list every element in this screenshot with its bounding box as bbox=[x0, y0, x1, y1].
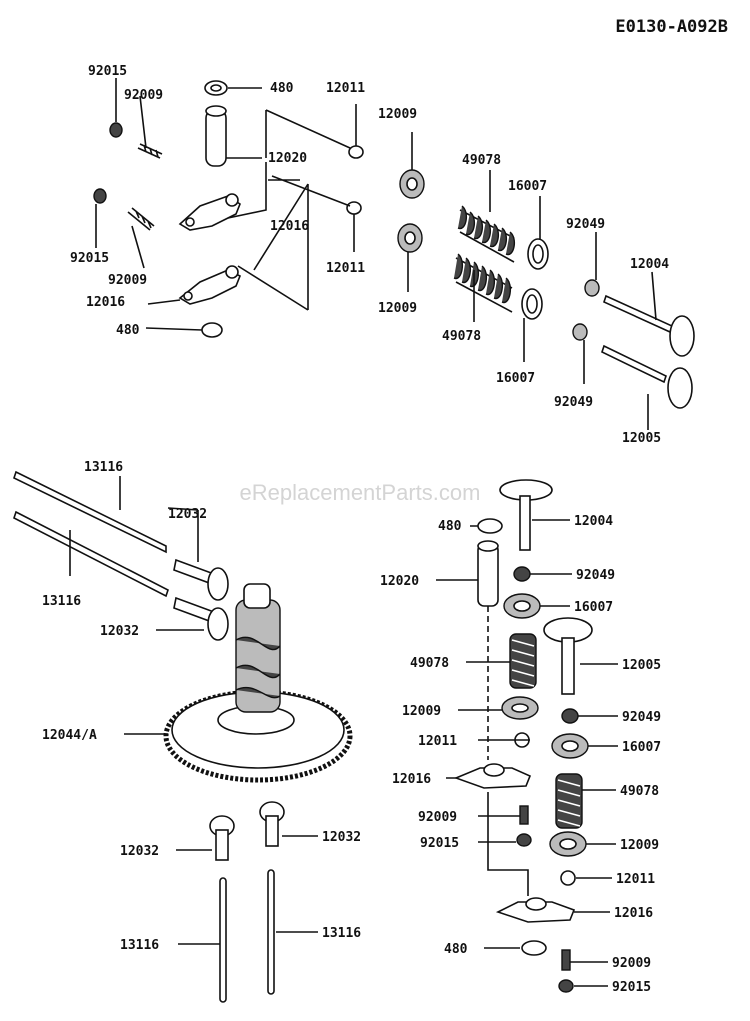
label-12004: 12004 bbox=[630, 257, 669, 272]
keeper-12011-lower bbox=[346, 201, 362, 215]
guide-92049-right-1 bbox=[513, 566, 531, 582]
label-12016: 12016 bbox=[614, 906, 653, 921]
label-49078: 49078 bbox=[410, 656, 449, 671]
label-49078: 49078 bbox=[462, 153, 501, 168]
pivot-12020-right bbox=[477, 543, 499, 607]
label-480: 480 bbox=[438, 519, 462, 534]
tappet-12032-upper bbox=[173, 558, 229, 601]
bottom-left-assembly bbox=[13, 470, 353, 1003]
nut-92015-right-2 bbox=[558, 979, 574, 993]
pushrod-13116-lower bbox=[13, 510, 169, 598]
tappet-12032-br bbox=[259, 801, 285, 847]
label-92009: 92009 bbox=[612, 956, 651, 971]
label-12011: 12011 bbox=[326, 81, 365, 96]
label-12016: 12016 bbox=[270, 219, 309, 234]
valve-12004-bottom bbox=[499, 479, 553, 551]
label-12011: 12011 bbox=[326, 261, 365, 276]
label-12009: 12009 bbox=[378, 107, 417, 122]
label-92049: 92049 bbox=[554, 395, 593, 410]
diagram-code: E0130-A092B bbox=[615, 17, 728, 37]
label-92049: 92049 bbox=[566, 217, 605, 232]
label-13116: 13116 bbox=[120, 938, 159, 953]
label-16007: 16007 bbox=[574, 600, 613, 615]
label-12016: 12016 bbox=[86, 295, 125, 310]
screw-92009-right-1 bbox=[519, 805, 529, 825]
label-12032: 12032 bbox=[168, 507, 207, 522]
label-49078: 49078 bbox=[620, 784, 659, 799]
spring-49078-top bbox=[457, 205, 516, 263]
label-12032: 12032 bbox=[322, 830, 361, 845]
rocker-arm-12016-top bbox=[178, 195, 241, 231]
bottom-right-assembly bbox=[436, 479, 618, 993]
top-assembly bbox=[93, 78, 695, 430]
spring-49078-lower bbox=[453, 253, 513, 313]
label-480: 480 bbox=[270, 81, 294, 96]
valve-12005-top bbox=[601, 344, 693, 409]
pivot-12020-top bbox=[205, 109, 227, 167]
label-16007: 16007 bbox=[508, 179, 547, 194]
pushrod-13116-upper bbox=[13, 470, 167, 554]
label-16007: 16007 bbox=[496, 371, 535, 386]
rocker-arm-12016-right-2 bbox=[495, 897, 576, 923]
label-92009: 92009 bbox=[418, 810, 457, 825]
label-12011: 12011 bbox=[616, 872, 655, 887]
label-12032: 12032 bbox=[120, 844, 159, 859]
screw-92009-top bbox=[137, 143, 163, 159]
label-92015: 92015 bbox=[88, 64, 127, 79]
label-13116: 13116 bbox=[84, 460, 123, 475]
label-12016: 12016 bbox=[392, 772, 431, 787]
callout-labels: 92015 92009 480 12011 12009 12020 49078 … bbox=[42, 64, 669, 995]
label-49078: 49078 bbox=[442, 329, 481, 344]
label-92015: 92015 bbox=[70, 251, 109, 266]
label-13116: 13116 bbox=[322, 926, 361, 941]
washer-480-right bbox=[477, 518, 503, 534]
keeper-12011-right-2 bbox=[560, 870, 576, 886]
screw-92009-lower bbox=[127, 207, 155, 231]
label-12009: 12009 bbox=[402, 704, 441, 719]
pushrod-13116-bl bbox=[219, 877, 227, 1003]
label-12011: 12011 bbox=[418, 734, 457, 749]
nut-92015-lower bbox=[93, 188, 107, 204]
label-92049: 92049 bbox=[622, 710, 661, 725]
label-92009: 92009 bbox=[124, 88, 163, 103]
label-16007: 16007 bbox=[622, 740, 661, 755]
valve-12004-top bbox=[603, 294, 695, 357]
label-480: 480 bbox=[116, 323, 140, 338]
label-92049: 92049 bbox=[576, 568, 615, 583]
washer-480-lower bbox=[201, 322, 223, 338]
label-12009: 12009 bbox=[620, 838, 659, 853]
label-480: 480 bbox=[444, 942, 468, 957]
nut-92015-right-1 bbox=[516, 833, 532, 847]
label-12004: 12004 bbox=[574, 514, 613, 529]
label-92009: 92009 bbox=[108, 273, 147, 288]
tappet-12032-lower bbox=[173, 596, 229, 641]
label-12009: 12009 bbox=[378, 301, 417, 316]
spring-49078-right-2 bbox=[555, 773, 583, 829]
washer-480-right-2 bbox=[521, 940, 547, 956]
guide-92049-top bbox=[584, 279, 600, 297]
guide-92049-right-2 bbox=[561, 708, 579, 724]
rocker-arm-12016-right-1 bbox=[453, 763, 532, 789]
label-12020: 12020 bbox=[380, 574, 419, 589]
label-92015: 92015 bbox=[612, 980, 651, 995]
screw-92009-right-2 bbox=[561, 949, 571, 971]
camshaft-gear-12044A bbox=[163, 583, 353, 783]
pushrod-13116-br bbox=[267, 869, 275, 995]
label-12032: 12032 bbox=[100, 624, 139, 639]
label-12005: 12005 bbox=[622, 431, 661, 446]
valve-12005-bottom bbox=[543, 617, 593, 695]
guide-92049-lower bbox=[572, 323, 588, 341]
label-13116: 13116 bbox=[42, 594, 81, 609]
rocker-arm-12016-lower bbox=[178, 269, 242, 305]
watermark: eReplacementParts.com bbox=[240, 480, 481, 505]
keeper-12011-top bbox=[348, 145, 364, 159]
label-12044A: 12044/A bbox=[42, 728, 97, 743]
label-12005: 12005 bbox=[622, 658, 661, 673]
spring-49078-right-1 bbox=[509, 633, 537, 689]
label-92015: 92015 bbox=[420, 836, 459, 851]
nut-92015-top bbox=[109, 122, 123, 138]
tappet-12032-bl bbox=[209, 815, 235, 861]
label-12020: 12020 bbox=[268, 151, 307, 166]
